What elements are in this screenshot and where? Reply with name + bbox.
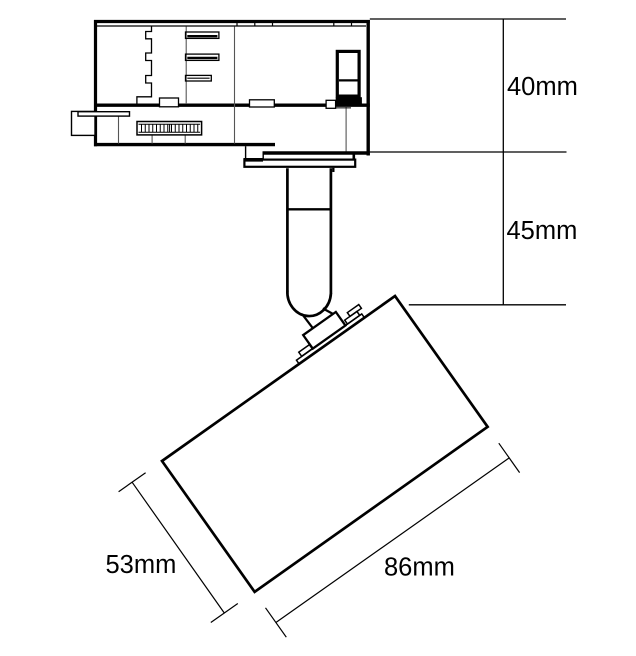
svg-text:45mm: 45mm: [507, 217, 578, 245]
svg-text:53mm: 53mm: [106, 551, 177, 579]
svg-text:40mm: 40mm: [507, 73, 578, 101]
svg-text:86mm: 86mm: [384, 554, 455, 582]
